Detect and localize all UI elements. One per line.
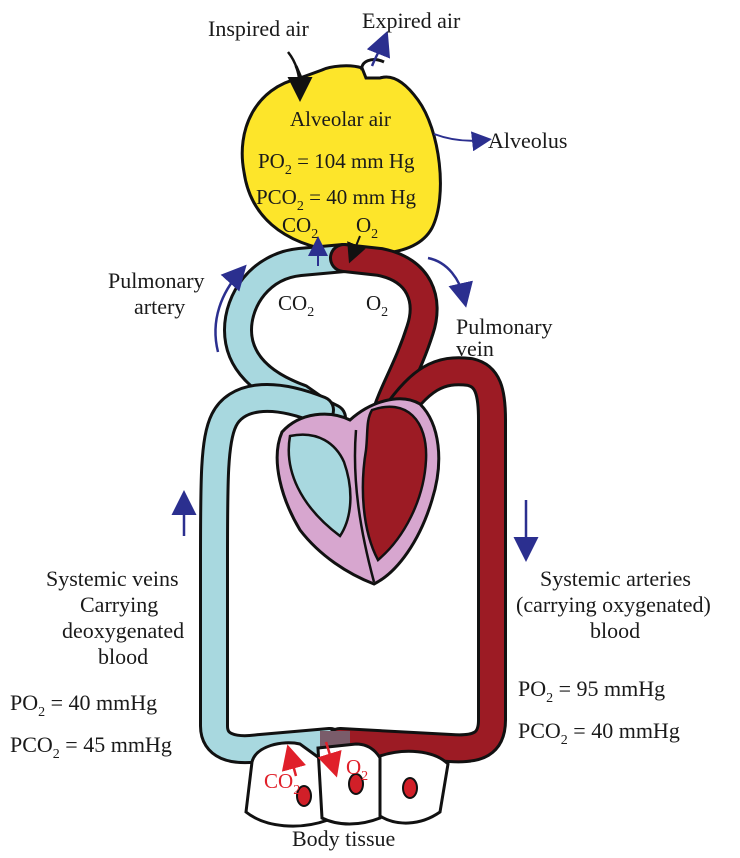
systemic-arteries-label-3: blood	[590, 618, 640, 643]
pulmonary-co2-label: CO2	[278, 291, 314, 320]
heart	[277, 399, 439, 584]
systemic-arteries-label-2: (carrying oxygenated)	[516, 592, 711, 617]
expired-air-label: Expired air	[362, 8, 461, 33]
venous-pco2: PCO2 = 45 mmHg	[10, 732, 172, 762]
pulmonary-artery-label-1: Pulmonary	[108, 268, 205, 293]
alveolar-air-label: Alveolar air	[290, 107, 391, 131]
tissue-nucleus-3	[403, 778, 417, 798]
inspired-air-label: Inspired air	[208, 16, 309, 41]
pulmonary-artery-label-2: artery	[134, 294, 185, 319]
systemic-veins-label-2: Carrying	[80, 592, 158, 617]
pulmonary-o2-label: O2	[366, 291, 388, 320]
body-tissue-label: Body tissue	[292, 826, 395, 851]
systemic-veins-label-3: deoxygenated	[62, 618, 184, 643]
systemic-veins-label-1: Systemic veins	[46, 566, 179, 591]
venous-po2: PO2 = 40 mmHg	[10, 690, 157, 720]
alveolus-label: Alveolus	[488, 128, 567, 153]
arterial-po2: PO2 = 95 mmHg	[518, 676, 665, 706]
systemic-veins-label-4: blood	[98, 644, 148, 669]
systemic-arteries-label-1: Systemic arteries	[540, 566, 691, 591]
arterial-pco2: PCO2 = 40 mmHg	[518, 718, 680, 748]
pulmonary-vein-label-2: vein	[456, 336, 494, 361]
alveolus-pointer-arrow	[434, 134, 484, 141]
